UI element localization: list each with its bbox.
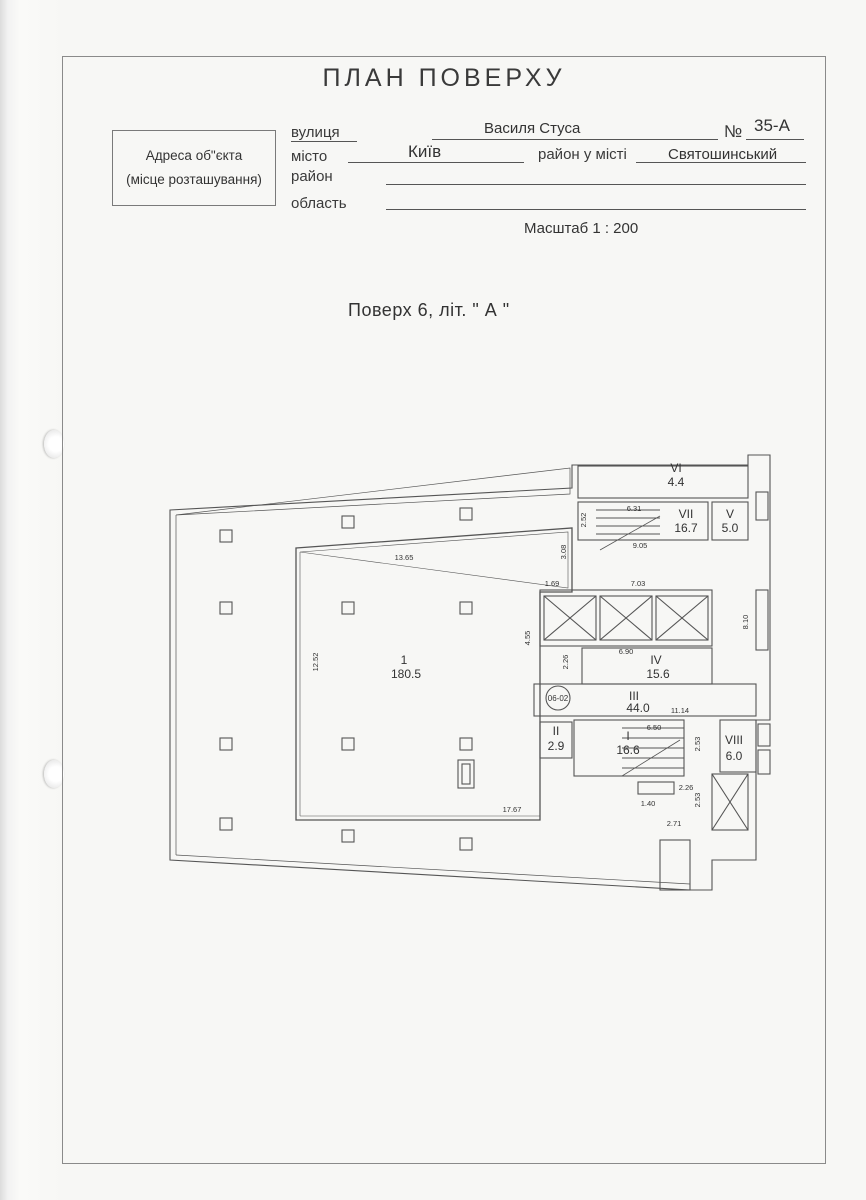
- district-underline: [386, 184, 806, 185]
- dim-label: 2.53: [693, 737, 702, 752]
- room-V-id: V: [726, 507, 734, 521]
- unit-tag-circle: [545, 685, 571, 711]
- dim-label: 6.31: [627, 504, 642, 513]
- number-label: №: [724, 122, 743, 141]
- region-label: область: [291, 195, 347, 212]
- page-title: ПЛАН ПОВЕРХУ: [322, 64, 566, 92]
- dim-label: 9.05: [633, 541, 648, 550]
- room-I-id: I: [626, 729, 629, 743]
- room-III-outline: [533, 683, 757, 717]
- room-VI-id: VI: [670, 461, 681, 475]
- room-IV-area: 15.6: [646, 667, 670, 681]
- room-V-outline: [711, 501, 749, 541]
- room-II-outline: [539, 721, 573, 759]
- district-in-city-underline: [636, 162, 806, 163]
- dim-label: 6.50: [647, 723, 662, 732]
- dim-label: 2.26: [679, 783, 694, 792]
- punch-hole-top: [44, 430, 64, 458]
- sheet-frame: [62, 56, 826, 1164]
- street-underline: [432, 139, 718, 140]
- room-IV-id: IV: [650, 653, 661, 667]
- room-1-outline: [295, 527, 573, 821]
- dim-label: 1.69: [545, 579, 560, 588]
- slab-outline: [169, 454, 771, 891]
- room-II-id: II: [553, 724, 560, 738]
- dim-label: 2.71: [667, 819, 682, 828]
- dim-label: 17.67: [503, 805, 522, 814]
- address-box-line1: Адреса об"єкта: [145, 148, 243, 163]
- punch-hole-bottom: [44, 760, 64, 788]
- city-underline: [348, 162, 524, 163]
- room-II-area: 2.9: [548, 739, 565, 753]
- scale-label: Масштаб 1 : 200: [524, 220, 639, 237]
- room-VI-area: 4.4: [668, 475, 685, 489]
- room-VII-id: VII: [679, 507, 694, 521]
- dim-label: 2.52: [579, 513, 588, 528]
- room-VIII-id: VIII: [725, 733, 743, 747]
- city-label: місто: [291, 148, 328, 165]
- room-V-area: 5.0: [722, 521, 739, 535]
- room-VIII-outline: [719, 719, 757, 773]
- room-1-area: 180.5: [391, 667, 421, 681]
- dim-label: 2.26: [561, 655, 570, 670]
- core-outline: [539, 589, 713, 647]
- floor-title: Поверх 6, літ. " А ": [348, 300, 510, 320]
- street-label-underline: [291, 141, 357, 142]
- room-I-area: 16.6: [616, 743, 640, 757]
- room-VI-outline: [577, 465, 749, 499]
- dim-label: 12.52: [311, 653, 320, 672]
- unit-tag: 06-02: [548, 694, 569, 703]
- room-III-id: III: [629, 689, 639, 703]
- room-VIII-area: 6.0: [726, 749, 743, 763]
- district-in-city-value: Святошинський: [668, 146, 778, 163]
- dim-label: 8.10: [741, 615, 750, 630]
- room-VII-area: 16.7: [674, 521, 698, 535]
- district-label: район: [291, 168, 333, 185]
- dim-label: 2.53: [693, 793, 702, 808]
- region-underline: [386, 209, 806, 210]
- dim-label: 13.65: [395, 553, 414, 562]
- dim-label: 11.14: [671, 706, 689, 715]
- street-label: вулиця: [291, 124, 340, 141]
- number-value: 35-А: [754, 116, 790, 135]
- number-underline: [746, 139, 804, 140]
- address-box-line2: (місце розташування): [126, 172, 262, 187]
- dim-label: 7.03: [631, 579, 646, 588]
- dim-label: 1.40: [641, 799, 656, 808]
- dim-label: 4.55: [523, 631, 532, 646]
- street-value: Василя Стуса: [484, 120, 581, 137]
- district-in-city-label: район у місті: [538, 146, 627, 163]
- address-box: Адреса об"єкта (місце розташування): [112, 130, 276, 206]
- room-VII-outline: [577, 501, 709, 541]
- dim-label: 6.90: [619, 647, 634, 656]
- binding-edge: [0, 0, 62, 1200]
- room-III-area: 44.0: [626, 701, 650, 715]
- dim-label: 3.08: [559, 545, 568, 560]
- room-1-id: 1: [401, 653, 408, 667]
- city-value: Київ: [408, 142, 442, 161]
